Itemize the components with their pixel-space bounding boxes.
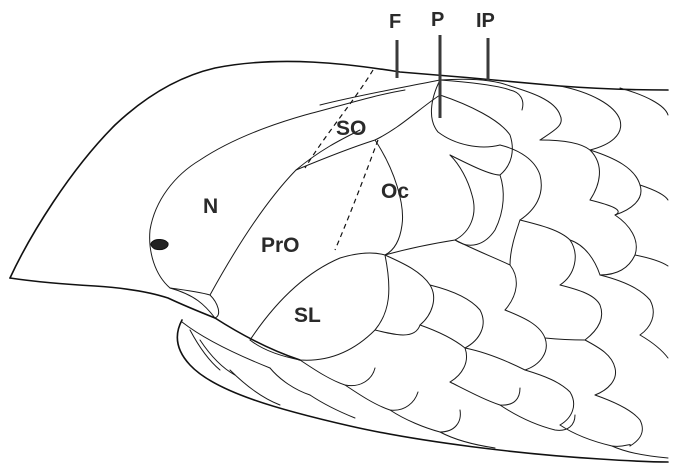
body-scale — [520, 220, 575, 285]
nasal-preocular-border — [210, 130, 360, 295]
jaw-scale — [560, 425, 630, 446]
rostral-nasal-seam — [170, 288, 210, 295]
internasal-seam — [210, 295, 219, 318]
label-parietal: P — [431, 9, 444, 31]
body-scale — [430, 285, 483, 348]
body-scale — [525, 370, 574, 425]
label-nasal: N — [203, 195, 218, 218]
jaw-scale — [500, 405, 575, 430]
body-scale — [600, 275, 653, 335]
jaw-scale — [612, 446, 668, 458]
supraocular-lower-border — [296, 95, 440, 170]
head-outline-top — [10, 61, 668, 278]
body-scale — [510, 86, 561, 140]
body-scale — [500, 145, 541, 220]
snout-lower-edge — [10, 278, 215, 318]
body-scale — [455, 240, 516, 310]
body-scale — [595, 395, 642, 446]
nasal-scale — [150, 90, 405, 318]
parietal-scale-lower — [440, 95, 512, 175]
parietal-scale-left — [431, 80, 500, 147]
body-scale — [560, 285, 602, 340]
body-scale — [540, 140, 599, 200]
body-scale — [585, 340, 616, 395]
label-preocular: PrO — [261, 234, 300, 257]
jaw-scale — [190, 330, 220, 370]
jaw-scale — [310, 395, 355, 418]
label-interparietal: IP — [476, 10, 495, 32]
body-scale — [375, 325, 420, 335]
interparietal-edge — [440, 80, 523, 110]
label-ocular: Oc — [381, 180, 409, 203]
jaw-scale — [270, 368, 310, 395]
body-scale — [560, 86, 621, 150]
body-scale — [635, 255, 668, 266]
jaw-scale — [300, 360, 375, 386]
body-scale — [505, 310, 546, 370]
jaw-scale — [450, 382, 520, 405]
body-scale — [590, 200, 636, 275]
body-scale — [620, 88, 668, 115]
upper-jaw-line — [215, 318, 300, 360]
body-scale — [450, 155, 503, 245]
body-scale — [420, 325, 467, 382]
label-supralabial: SL — [294, 304, 321, 327]
body-scale — [640, 335, 668, 358]
jaw-scale — [345, 385, 418, 410]
body-scale — [640, 185, 668, 200]
body-scale — [385, 255, 434, 325]
supraocular-upper-border — [320, 79, 510, 105]
nostril — [151, 239, 168, 249]
label-supraocular: SO — [336, 117, 366, 140]
label-frontal: F — [389, 11, 401, 33]
preocular-dashed-suture — [335, 140, 378, 250]
body-scale — [545, 338, 585, 340]
jaw-scale — [390, 410, 460, 432]
body-scale — [465, 348, 525, 370]
body-scale — [570, 240, 600, 275]
body-scale — [510, 220, 520, 265]
